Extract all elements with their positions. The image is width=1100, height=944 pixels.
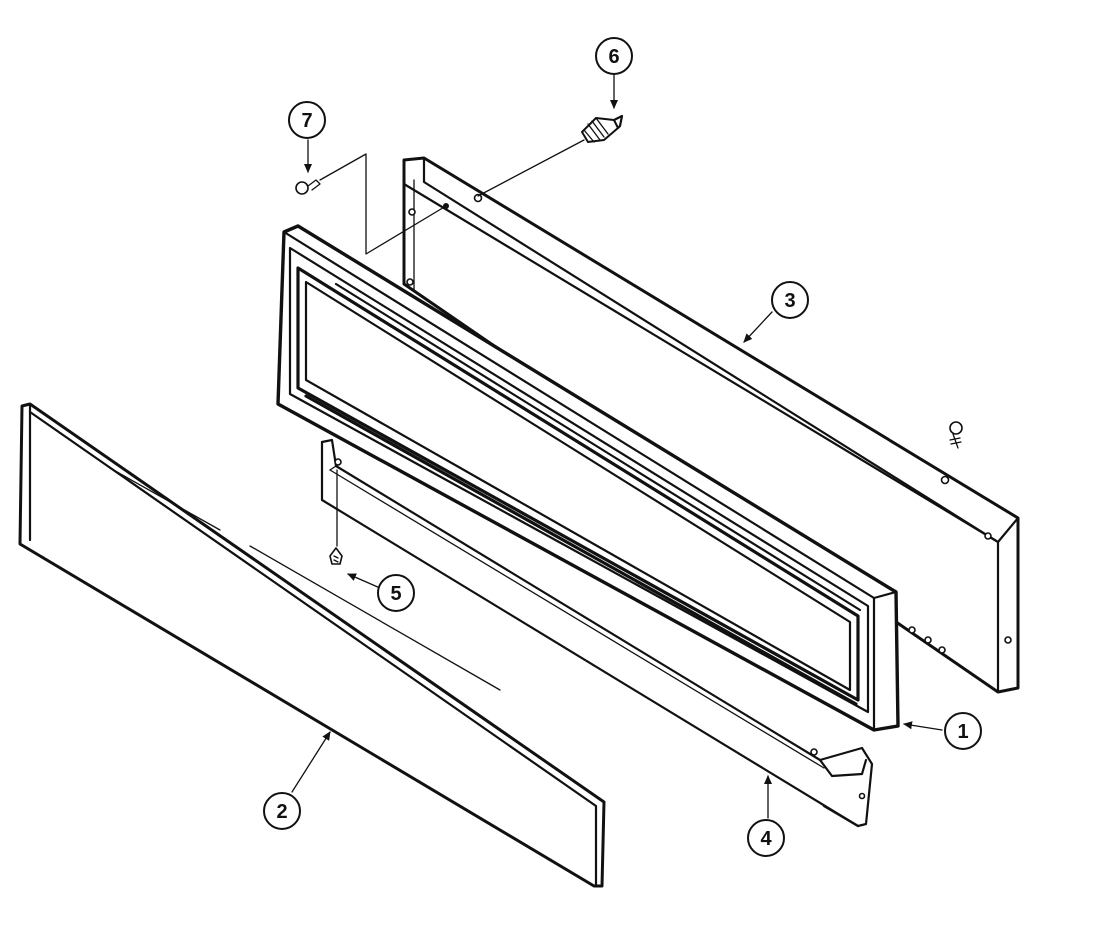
trim-strip — [320, 438, 874, 828]
mount-screw-icon — [295, 153, 449, 255]
callout-5-label: 5 — [390, 583, 401, 605]
callout-6-label: 6 — [608, 46, 619, 68]
callout-1: 1 — [944, 712, 982, 750]
glass-panel — [18, 402, 606, 888]
callout-3: 3 — [771, 281, 809, 319]
handle-screw-icon — [477, 114, 624, 197]
frame-screw-icon — [949, 421, 963, 449]
callout-6: 6 — [595, 37, 633, 75]
callout-2: 2 — [263, 792, 301, 830]
callout-5: 5 — [377, 574, 415, 612]
callout-4-label: 4 — [760, 828, 772, 850]
leader-lines — [291, 74, 943, 819]
clip-icon — [329, 469, 343, 565]
callout-7: 7 — [288, 101, 326, 139]
callout-1-label: 1 — [957, 721, 968, 743]
door-frame — [276, 224, 900, 732]
callout-4: 4 — [747, 819, 785, 857]
callout-7-label: 7 — [301, 110, 312, 132]
callout-3-label: 3 — [784, 290, 795, 312]
callout-2-label: 2 — [276, 801, 287, 823]
back-frame-panel — [402, 156, 1020, 694]
